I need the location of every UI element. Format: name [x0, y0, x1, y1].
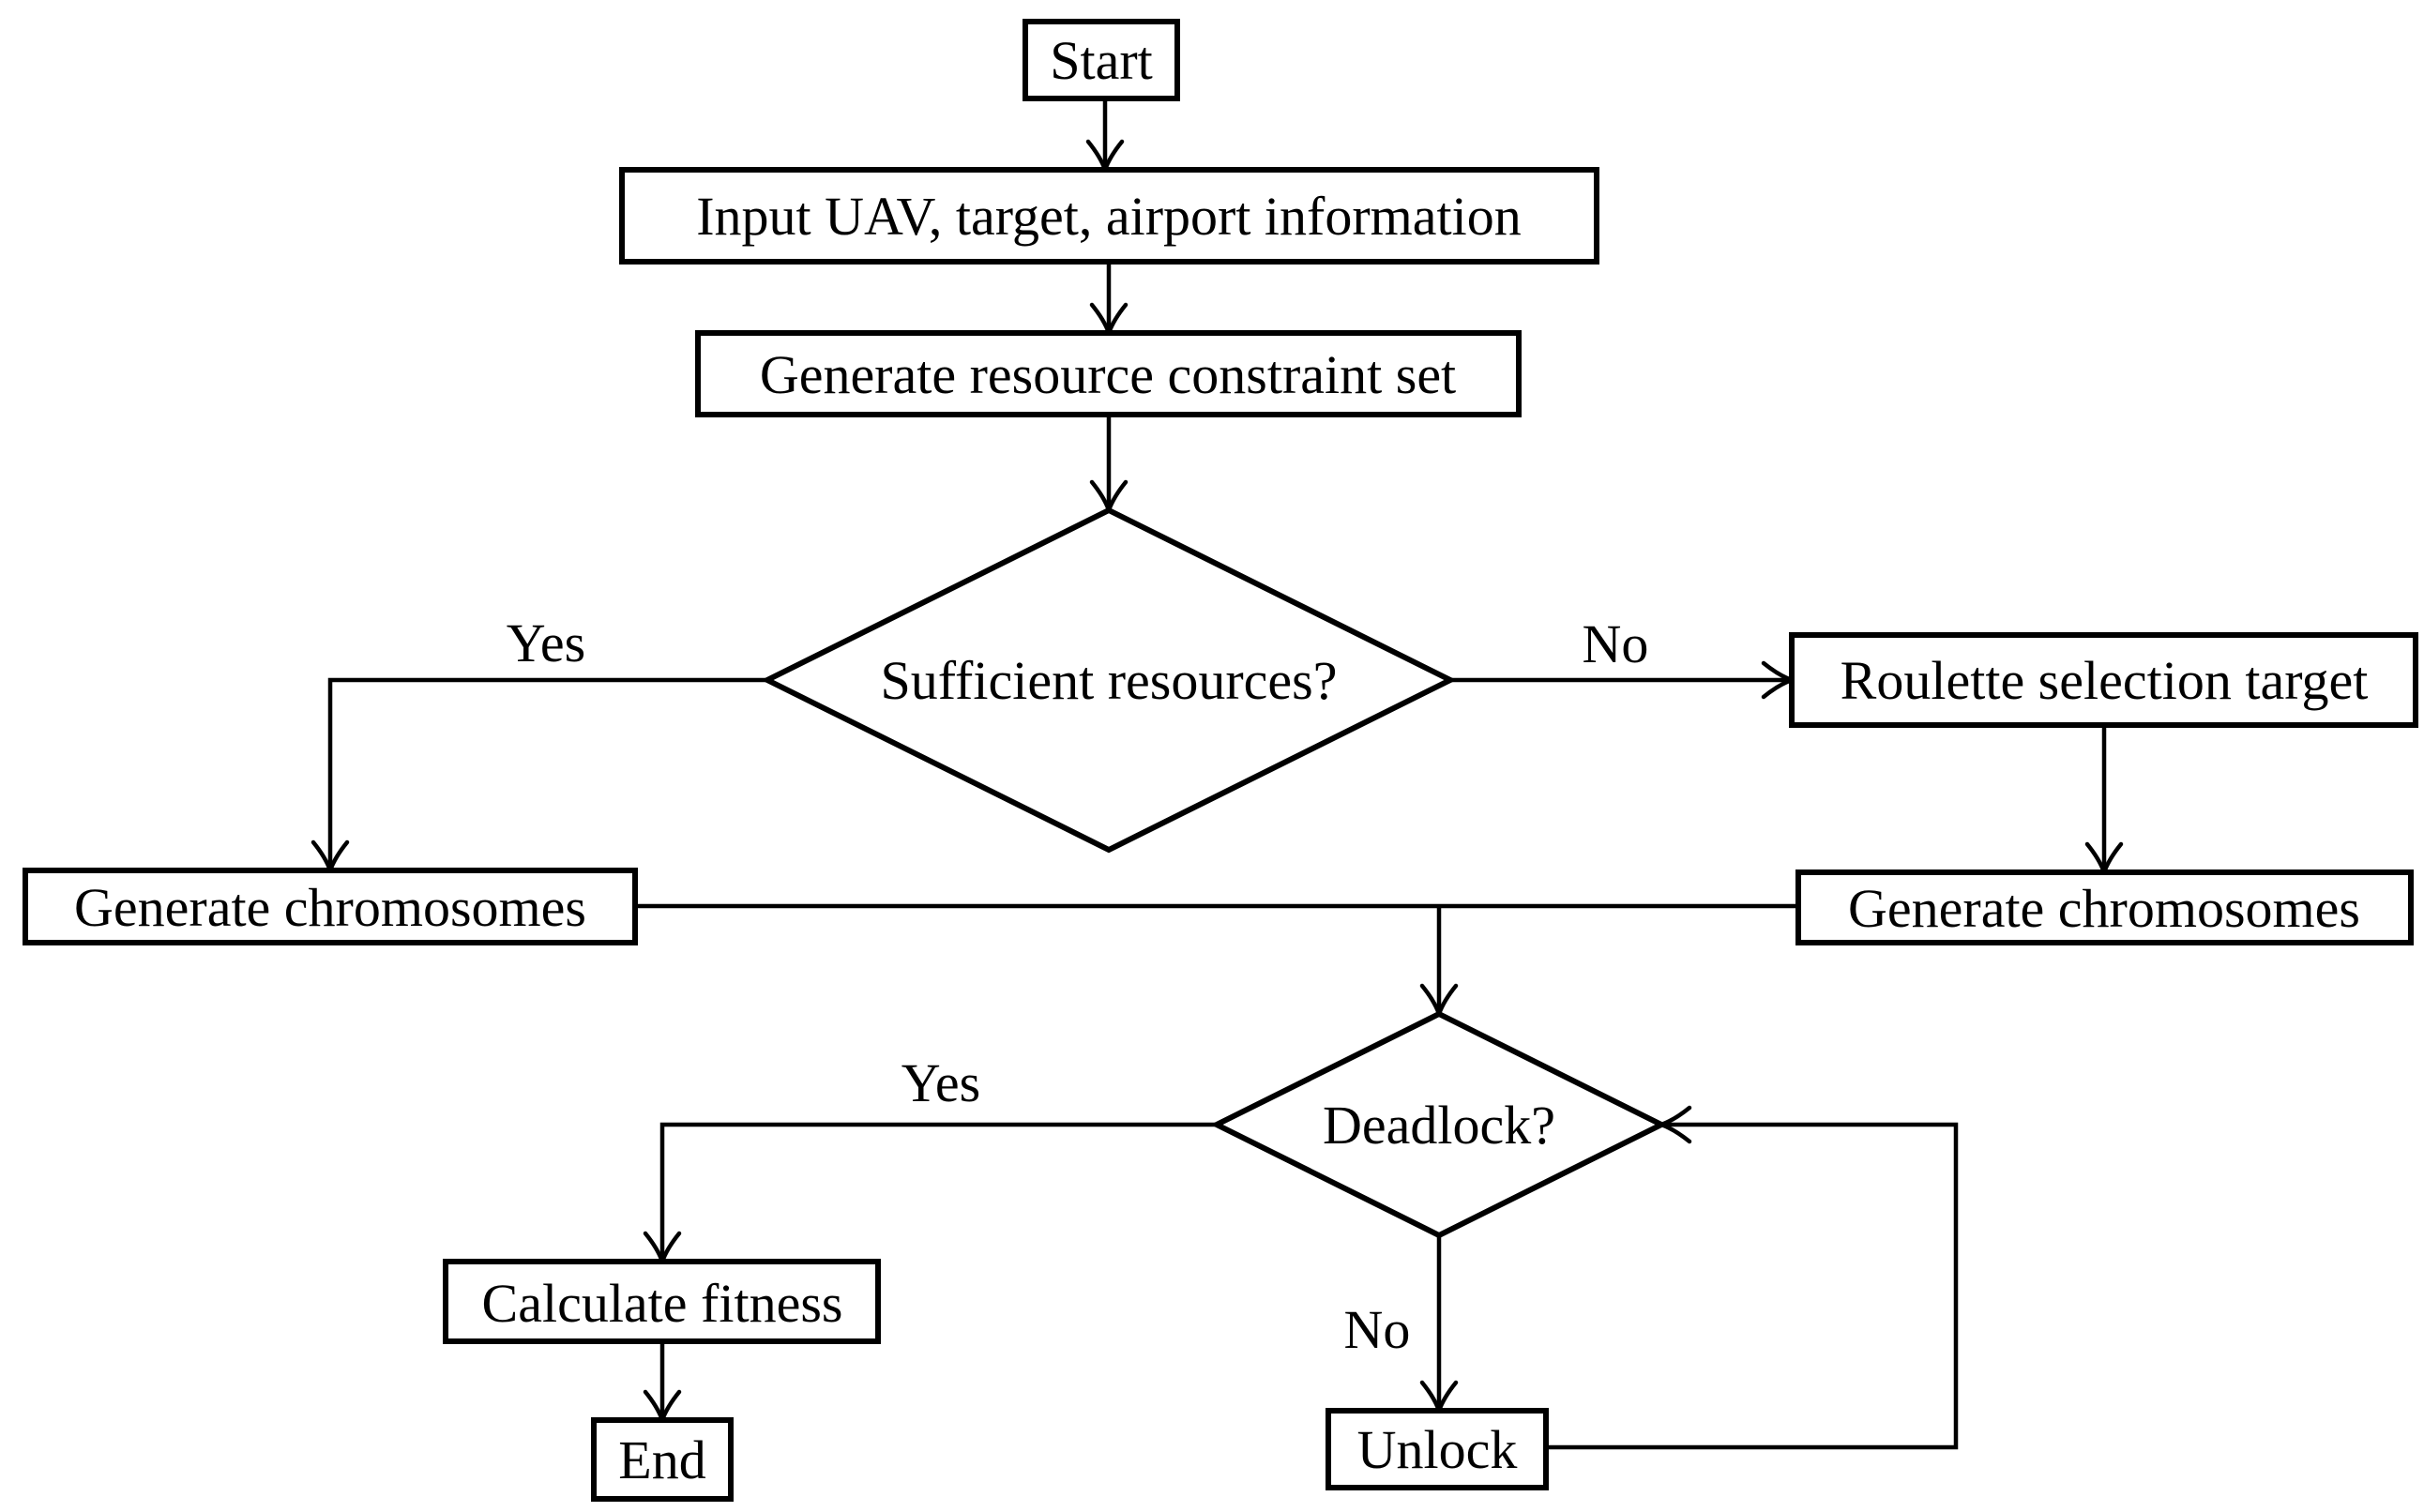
generate-chromosomes-right-box	[1795, 869, 2414, 945]
input-info-box	[619, 167, 1599, 265]
node-generate-chromosomes-right: Generate chromosomes	[1795, 869, 2414, 945]
unlock-box	[1326, 1408, 1549, 1490]
node-unlock: Unlock	[1326, 1408, 1549, 1490]
deadlock-label: Deadlock?	[1323, 1095, 1555, 1156]
calculate-fitness-box	[443, 1259, 881, 1344]
edge-unlock-loop	[1546, 1105, 1959, 1450]
end-label: End	[618, 1429, 705, 1490]
node-resource-set: Generate resource constraint set	[695, 330, 1522, 417]
node-start: Start	[1023, 19, 1180, 101]
resource-set-label: Generate resource constraint set	[760, 344, 1456, 405]
roulette-selection-box	[1789, 632, 2418, 728]
deadlock-diamond	[1210, 1010, 1668, 1239]
label-deadlock-no: No	[1344, 1299, 1411, 1360]
roulette-selection-label: Roulette selection target	[1841, 650, 2369, 711]
node-end: End	[591, 1417, 734, 1502]
edge-sufficient-yes	[311, 677, 767, 877]
end-box	[591, 1417, 734, 1502]
node-deadlock: Deadlock?	[1210, 1010, 1668, 1239]
node-sufficient-resources: Sufficient resources?	[761, 507, 1457, 854]
sufficient-resources-label: Sufficient resources?	[881, 650, 1338, 711]
input-info-label: Input UAV, target, airport information	[696, 186, 1522, 247]
generate-chromosomes-right-label: Generate chromosomes	[1848, 878, 2360, 939]
resource-set-box	[695, 330, 1522, 417]
edge-deadlock-yes	[643, 1122, 1217, 1268]
generate-chromosomes-left-box	[23, 868, 638, 945]
sufficient-resources-diamond	[761, 507, 1457, 854]
generate-chromosomes-left-label: Generate chromosomes	[74, 877, 586, 938]
calculate-fitness-label: Calculate fitness	[482, 1273, 843, 1334]
node-generate-chromosomes-left: Generate chromosomes	[23, 868, 638, 945]
node-roulette-selection: Roulette selection target	[1789, 632, 2418, 728]
start-box	[1023, 19, 1180, 101]
label-deadlock-yes: Yes	[901, 1052, 980, 1113]
node-calculate-fitness: Calculate fitness	[443, 1259, 881, 1344]
start-label: Start	[1050, 30, 1153, 91]
label-sufficient-yes: Yes	[507, 612, 585, 673]
node-input-info: Input UAV, target, airport information	[619, 167, 1599, 265]
unlock-label: Unlock	[1357, 1419, 1518, 1480]
label-sufficient-no: No	[1583, 613, 1649, 674]
